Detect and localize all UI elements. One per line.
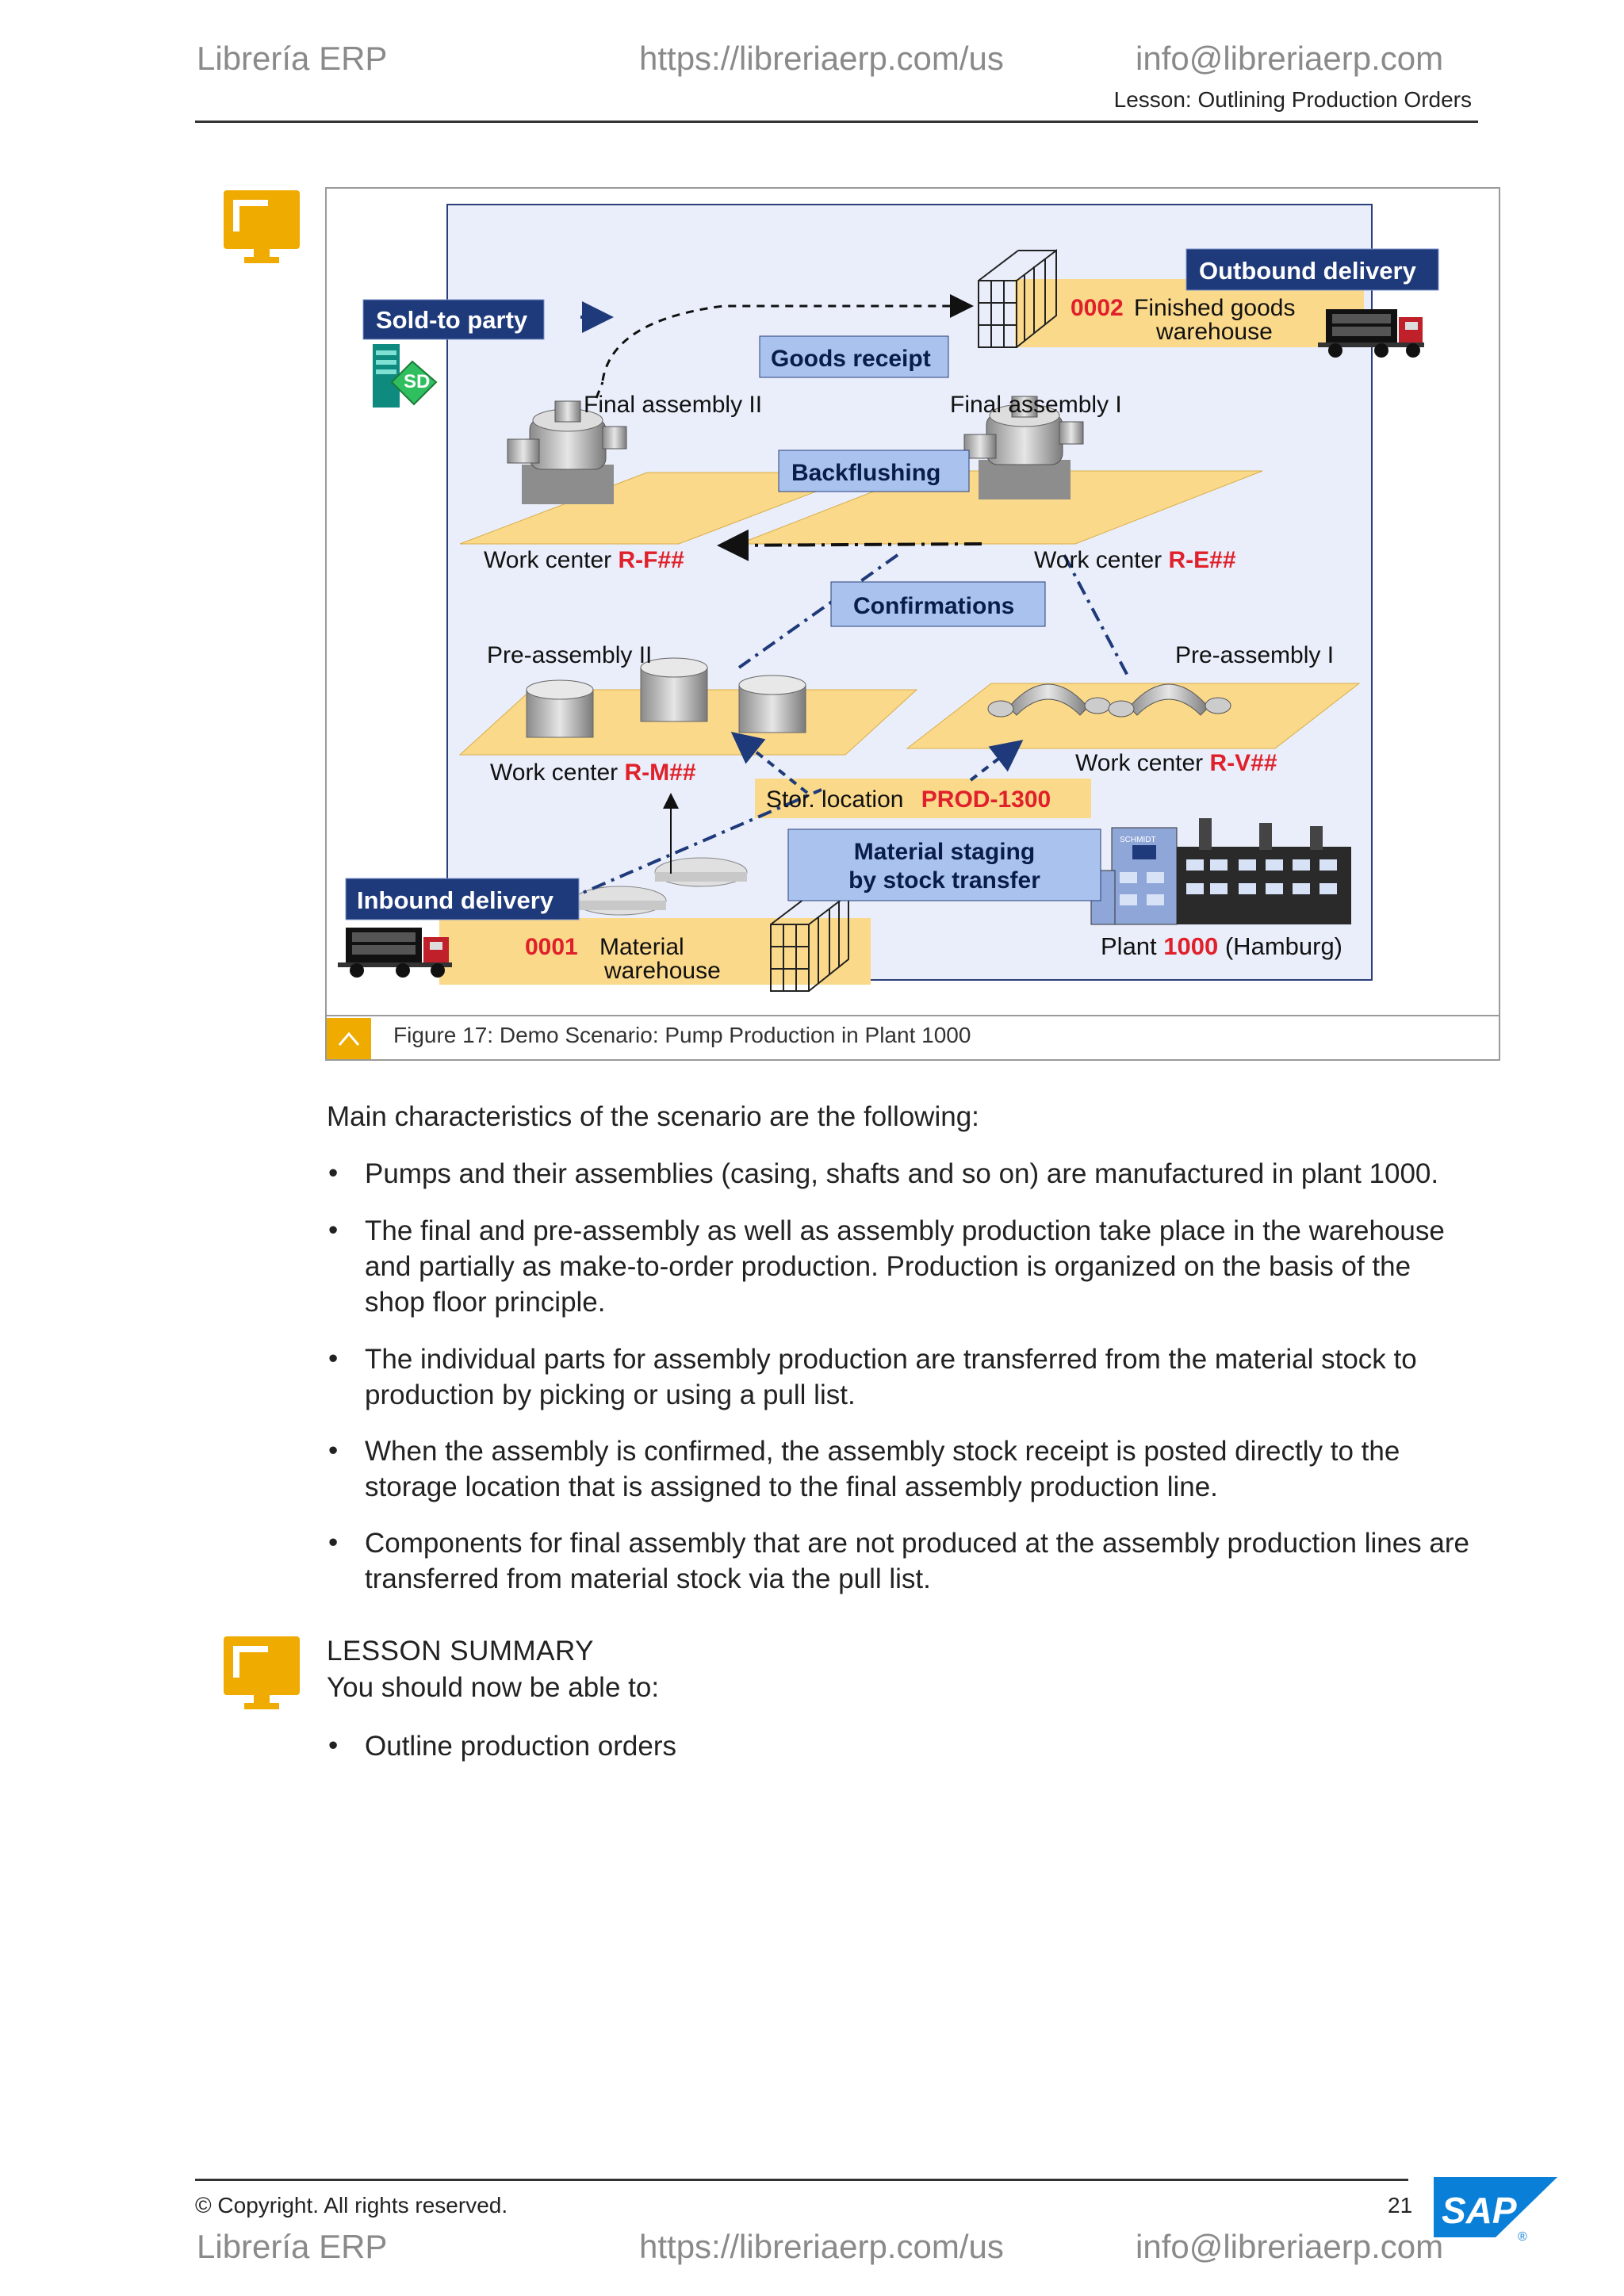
material-warehouse-area (439, 918, 871, 985)
goods-receipt-box (759, 335, 949, 378)
backflushing-box (778, 450, 970, 492)
flow-goods-receipt (601, 294, 974, 381)
list-item: The final and pre-assembly as well as as… (365, 1215, 1445, 1318)
bullet-dot: • (328, 1435, 339, 1466)
work-center-rm-label: Work center R-M## (490, 760, 696, 786)
sold-to-party-box (362, 299, 545, 340)
list-item: Pumps and their assemblies (casing, shaf… (365, 1158, 1439, 1189)
pump-production-diagram: SD SCHMIDT (338, 204, 1439, 992)
flow-backflushing (717, 529, 982, 561)
summary-item: Outline production orders (365, 1731, 676, 1762)
shaft-icons-pre-assembly-1 (987, 683, 1231, 718)
stor-location-area (755, 779, 1091, 818)
footer-rule (195, 2179, 1408, 2181)
staging-label-1: Material staging (854, 839, 1035, 865)
flow-stor-to-pre1 (969, 740, 1024, 782)
backflushing-label: Backflushing (791, 460, 940, 486)
final-assembly-1-label: Final assembly I (950, 392, 1122, 418)
bullet-dot: • (328, 1730, 339, 1761)
figure-frame (325, 187, 1500, 1061)
outbound-delivery-label: Outbound delivery (1199, 257, 1417, 285)
pre-assembly-1-label: Pre-assembly I (1175, 642, 1334, 668)
pump-icon-final-2 (507, 400, 627, 504)
material-warehouse-name-1: Material (599, 934, 684, 960)
header-email[interactable]: info@libreriaerp.com (1136, 40, 1444, 77)
final-assembly-2-label: Final assembly II (584, 392, 762, 418)
flow-confirmation-right (1063, 554, 1131, 679)
material-warehouse-name-2: warehouse (603, 958, 721, 984)
material-warehouse-code: 0001 (525, 934, 578, 960)
pre-assembly-2-label: Pre-assembly II (487, 642, 652, 668)
copyright: © Copyright. All rights reserved. (195, 2193, 508, 2218)
flow-confirmation-left (737, 553, 899, 669)
confirmations-box (830, 581, 1046, 627)
confirmations-label: Confirmations (853, 593, 1014, 619)
lesson-summary-title: LESSON SUMMARY (327, 1636, 594, 1667)
header-brand: Librería ERP (197, 40, 388, 77)
sd-label: SD (404, 371, 430, 392)
bullet-dot: • (328, 1527, 339, 1558)
bullet-dot: • (328, 1158, 339, 1188)
work-center-rv-label: Work center R-V## (1075, 750, 1277, 776)
plant-label: Plant 1000 (Hamburg) (1101, 932, 1342, 960)
footer-brand: Librería ERP (197, 2228, 388, 2265)
svg-text:®: ® (1518, 2230, 1527, 2244)
intro-text: Main characteristics of the scenario are… (327, 1101, 979, 1132)
shelf-rack-finished (978, 248, 1057, 348)
inbound-delivery-box (345, 878, 580, 920)
inbound-delivery-label: Inbound delivery (357, 886, 554, 914)
lesson-summary-intro: You should now be able to: (327, 1672, 660, 1703)
footer-email[interactable]: info@libreriaerp.com (1136, 2228, 1444, 2265)
finished-goods-name-1: Finished goods (1134, 295, 1295, 321)
list-item: When the assembly is confirmed, the asse… (365, 1436, 1400, 1502)
work-center-re-label: Work center R-E## (1034, 547, 1236, 573)
header-rule (195, 121, 1478, 123)
flow-stor-to-pre2 (730, 732, 809, 794)
truck-inbound-icon (338, 928, 452, 978)
footer-url[interactable]: https://libreriaerp.com/us (639, 2228, 1004, 2265)
pump-icon-final-1 (963, 396, 1084, 499)
material-disc-icons (573, 857, 748, 916)
sd-server-icon: SD (373, 344, 438, 408)
work-center-rf-label: Work center R-F## (484, 547, 684, 573)
sold-to-party-label: Sold-to party (376, 306, 528, 334)
page-number: 21 (1388, 2193, 1413, 2218)
stor-location-label: Stor. location PROD-1300 (766, 786, 1051, 813)
material-staging-box (787, 828, 1101, 901)
bullet-dot: • (328, 1215, 339, 1246)
casing-icons-pre-assembly-2 (526, 657, 806, 738)
monitor-icon (224, 190, 300, 263)
factory-sign: SCHMIDT (1120, 836, 1156, 844)
figure-caption-bar (325, 1015, 1500, 1061)
truck-outbound-icon (1318, 309, 1424, 358)
sap-logo: SAP ® (1434, 2177, 1557, 2244)
lesson-title: Lesson: Outlining Production Orders (1113, 87, 1472, 112)
figure-caption: Figure 17: Demo Scenario: Pump Productio… (393, 1023, 971, 1047)
header-url[interactable]: https://libreriaerp.com/us (639, 40, 1004, 77)
finished-goods-code: 0002 (1071, 295, 1124, 321)
outbound-delivery-box (1185, 248, 1439, 291)
flow-inbound-to-stor (564, 788, 822, 902)
collapse-caret-icon[interactable] (327, 1018, 371, 1059)
list-item: The individual parts for assembly produc… (365, 1344, 1417, 1410)
svg-text:SAP: SAP (1442, 2190, 1517, 2231)
goods-receipt-label: Goods receipt (771, 346, 931, 372)
monitor-icon (224, 1636, 300, 1709)
list-item: Components for final assembly that are n… (365, 1528, 1469, 1594)
floor-final-assembly-1 (738, 470, 1263, 545)
bullet-dot: • (328, 1343, 339, 1374)
staging-label-2: by stock transfer (848, 867, 1040, 894)
finished-goods-name-2: warehouse (1155, 319, 1273, 345)
